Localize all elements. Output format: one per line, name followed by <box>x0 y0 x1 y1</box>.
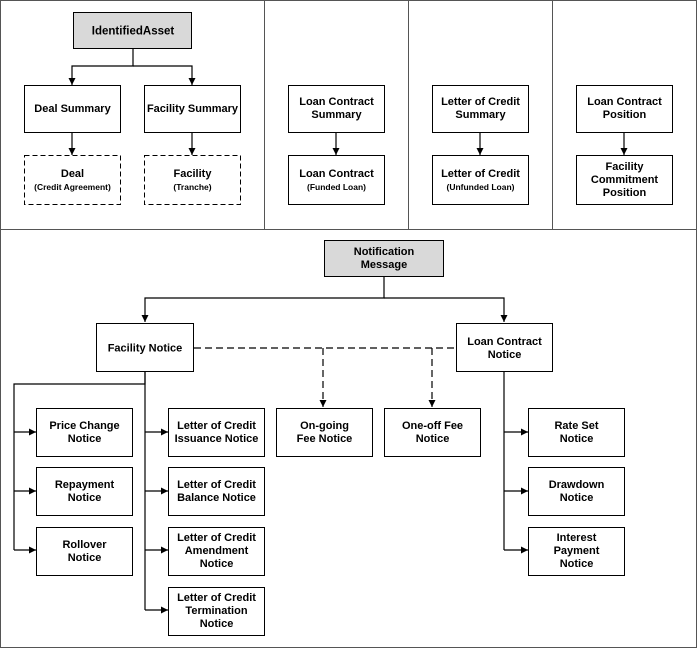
lc-amendment-notice-box: Letter of Credit Amendment Notice <box>168 527 265 576</box>
notification-line1: Notification <box>354 246 415 258</box>
loan-contract-notice-box: Loan Contract Notice <box>456 323 553 372</box>
commitment-line3: Position <box>603 187 647 199</box>
lc-termination-line3: Notice <box>200 618 234 630</box>
lc-amendment-line1: Letter of Credit <box>177 532 256 544</box>
deal-summary-label: Deal Summary <box>34 103 111 115</box>
ongoing-fee-line1: On-going <box>300 420 349 432</box>
lc-issuance-line1: Letter of Credit <box>177 420 256 432</box>
loan-contract-title: Loan Contract <box>299 168 374 180</box>
letter-of-credit-box: Letter of Credit (Unfunded Loan) <box>432 155 529 205</box>
drawdown-line2: Notice <box>560 492 594 504</box>
interest-payment-line2: Payment <box>554 545 600 557</box>
facility-subtitle: (Tranche) <box>173 182 211 192</box>
interest-payment-line1: Interest <box>557 532 597 544</box>
rollover-line2: Notice <box>68 552 102 564</box>
connector-facility-left-trunk <box>13 372 146 550</box>
deal-box: Deal (Credit Agreement) <box>24 155 121 205</box>
repayment-notice-box: Repayment Notice <box>36 467 133 516</box>
deal-subtitle: (Credit Agreement) <box>34 182 111 192</box>
facility-summary-box: Facility Summary <box>144 85 241 133</box>
commitment-line2: Commitment <box>591 174 659 186</box>
connector-message-to-loan-notice <box>384 297 508 322</box>
lc-amendment-line3: Notice <box>200 558 234 570</box>
connector-asset-to-deal-summary <box>68 48 134 85</box>
rate-set-line2: Notice <box>560 433 594 445</box>
oneoff-fee-line2: Notice <box>416 433 450 445</box>
facility-commitment-position-box: Facility Commitment Position <box>576 155 673 205</box>
ongoing-fee-notice-box: On-going Fee Notice <box>276 408 373 457</box>
loan-notice-line1: Loan Contract <box>467 336 542 348</box>
lc-balance-line2: Balance Notice <box>177 492 256 504</box>
connector-asset-to-facility-summary <box>133 65 196 85</box>
loan-position-line2: Position <box>603 109 647 121</box>
drawdown-line1: Drawdown <box>549 479 605 491</box>
lc-termination-line1: Letter of Credit <box>177 592 256 604</box>
identified-asset-box: IdentifiedAsset <box>73 12 192 49</box>
drawdown-notice-box: Drawdown Notice <box>528 467 625 516</box>
rollover-notice-box: Rollover Notice <box>36 527 133 576</box>
interest-payment-line3: Notice <box>560 558 594 570</box>
price-change-line2: Notice <box>68 433 102 445</box>
letter-of-credit-summary-box: Letter of Credit Summary <box>432 85 529 133</box>
loan-contract-summary-line2: Summary <box>311 109 362 121</box>
lc-amendment-line2: Amendment <box>185 545 249 557</box>
notification-line2: Message <box>361 259 407 271</box>
lc-termination-line2: Termination <box>185 605 247 617</box>
top-connectors <box>68 48 628 155</box>
rate-set-notice-box: Rate Set Notice <box>528 408 625 457</box>
facility-summary-label: Facility Summary <box>147 103 239 115</box>
rate-set-line1: Rate Set <box>554 420 598 432</box>
ongoing-fee-line2: Fee Notice <box>297 433 353 445</box>
lc-balance-line1: Letter of Credit <box>177 479 256 491</box>
price-change-notice-box: Price Change Notice <box>36 408 133 457</box>
facility-notice-label: Facility Notice <box>108 343 183 355</box>
lc-balance-notice-box: Letter of Credit Balance Notice <box>168 467 265 516</box>
bottom-connectors <box>13 277 528 614</box>
deal-title: Deal <box>61 168 84 180</box>
loan-contract-position-box: Loan Contract Position <box>576 85 673 133</box>
lc-summary-line1: Letter of Credit <box>441 96 520 108</box>
loan-contract-subtitle: (Funded Loan) <box>307 182 366 192</box>
oneoff-fee-line1: One-off Fee <box>402 420 463 432</box>
identified-asset-label: IdentifiedAsset <box>92 26 175 38</box>
loan-contract-summary-line1: Loan Contract <box>299 96 374 108</box>
lc-issuance-notice-box: Letter of Credit Issuance Notice <box>168 408 265 457</box>
commitment-line1: Facility <box>606 161 645 173</box>
facility-notice-box: Facility Notice <box>96 323 194 372</box>
lc-subtitle: (Unfunded Loan) <box>447 182 515 192</box>
lc-summary-line2: Summary <box>455 109 506 121</box>
notification-message-box: Notification Message <box>324 240 444 277</box>
lc-title: Letter of Credit <box>441 168 520 180</box>
loan-notice-line2: Notice <box>488 349 522 361</box>
lc-termination-notice-box: Letter of Credit Termination Notice <box>168 587 265 636</box>
interest-payment-notice-box: Interest Payment Notice <box>528 527 625 576</box>
repayment-line2: Notice <box>68 492 102 504</box>
repayment-line1: Repayment <box>55 479 115 491</box>
rollover-line1: Rollover <box>62 539 107 551</box>
deal-summary-box: Deal Summary <box>24 85 121 133</box>
connector-message-to-facility-notice <box>141 277 385 322</box>
loan-contract-box: Loan Contract (Funded Loan) <box>288 155 385 205</box>
lc-issuance-line2: Issuance Notice <box>175 433 259 445</box>
facility-box: Facility (Tranche) <box>144 155 241 205</box>
loan-position-line1: Loan Contract <box>587 96 662 108</box>
oneoff-fee-notice-box: One-off Fee Notice <box>384 408 481 457</box>
loan-contract-summary-box: Loan Contract Summary <box>288 85 385 133</box>
facility-title: Facility <box>174 168 213 180</box>
price-change-line1: Price Change <box>49 420 119 432</box>
